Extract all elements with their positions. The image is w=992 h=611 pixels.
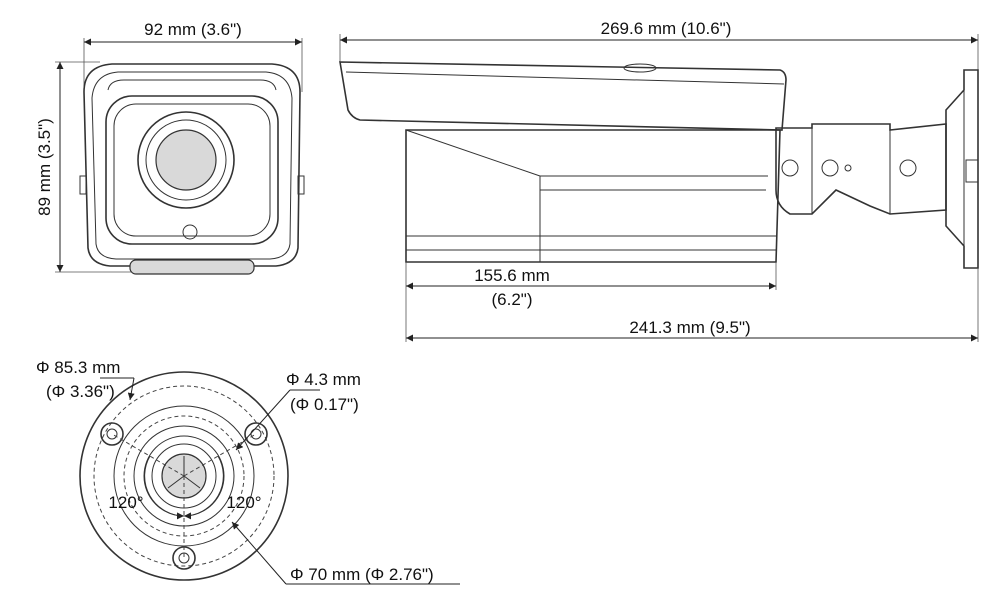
total-length-label: 269.6 mm (10.6")	[601, 19, 732, 38]
side-sunshield-edge	[345, 71, 785, 85]
side-bracket-screw-2	[821, 159, 839, 177]
outer-diameter-mm-label: Φ 85.3 mm	[36, 358, 120, 377]
angle-arc-right	[183, 455, 224, 520]
front-bracket-foot	[129, 259, 255, 275]
side-sunshield-screw	[623, 63, 657, 73]
front-lens-mid-ring	[145, 119, 227, 201]
side-bracket-screw-3	[899, 159, 917, 177]
hole-diameter-mm-label: Φ 4.3 mm	[286, 370, 361, 389]
angle-right-label: 120°	[226, 493, 261, 512]
front-side-clip-right	[297, 175, 305, 195]
angle-left-label: 120°	[108, 493, 143, 512]
front-housing-outline	[83, 63, 301, 267]
side-bracket-arm	[775, 123, 947, 215]
housing-length-mm-label: 155.6 mm	[474, 266, 550, 285]
front-lens-outer-ring	[137, 111, 235, 209]
side-housing	[405, 129, 781, 263]
side-sunshield	[339, 61, 787, 131]
front-ir-sensor	[182, 224, 198, 240]
outer-diameter-leader	[127, 377, 135, 401]
base-core-spoke-3	[167, 475, 185, 489]
base-screw-hole-left	[100, 422, 124, 446]
side-mounting-plate	[945, 69, 979, 269]
front-face-plate	[105, 95, 279, 245]
front-height-label: 89 mm (3.5")	[35, 118, 54, 216]
base-view: 120° 120° Φ 85.3 mm (Φ 3.36") Φ 4.3 mm (…	[36, 358, 460, 585]
front-view: 92 mm (3.6") 89 mm (3.5")	[35, 20, 305, 275]
front-side-clip-left	[79, 175, 87, 195]
base-length-label: 241.3 mm (9.5")	[629, 318, 750, 337]
side-view: 269.6 mm (10.6") 155.6 mm (6.2")	[339, 19, 979, 342]
base-screw-hole-right	[244, 422, 268, 446]
base-screw-hole-left-inner	[106, 428, 118, 440]
front-width-label: 92 mm (3.6")	[144, 20, 242, 39]
front-top-vent	[107, 79, 277, 91]
housing-length-in-label: (6.2")	[492, 290, 533, 309]
side-bracket-screw-1	[781, 159, 799, 177]
hole-diameter-in-label: (Φ 0.17")	[290, 395, 359, 414]
hole-circle-leader	[231, 521, 287, 585]
base-outer-dashed-circle	[93, 385, 275, 567]
base-core-spoke-2	[183, 475, 201, 489]
side-mounting-knob	[965, 159, 979, 183]
base-screw-hole-right-inner	[250, 428, 262, 440]
front-sunshield-inner	[91, 71, 293, 260]
side-bracket-pin	[844, 164, 852, 172]
base-outer-circle	[79, 371, 289, 581]
hole-circle-label: Φ 70 mm (Φ 2.76")	[290, 565, 434, 584]
angle-arc-left	[144, 455, 185, 520]
front-face-inner	[113, 103, 271, 237]
outer-diameter-in-label: (Φ 3.36")	[46, 382, 115, 401]
hole-diameter-leader	[235, 389, 291, 451]
side-housing-bevel	[405, 129, 541, 262]
front-lens-glass	[155, 129, 217, 191]
